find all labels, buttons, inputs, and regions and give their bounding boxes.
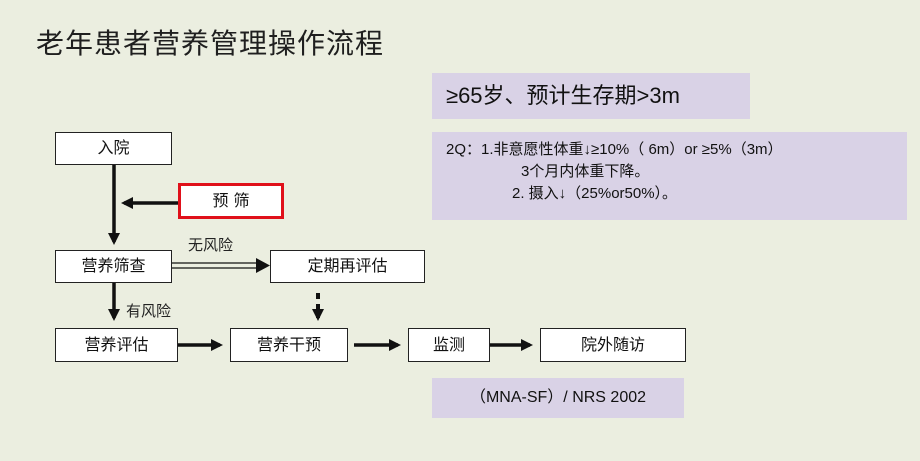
- criteria-line-3: 2. 摄入↓（25%or50%）。: [512, 185, 678, 202]
- screening-box: 营养筛查: [55, 250, 172, 283]
- periodic-reassess-box: 定期再评估: [270, 250, 425, 283]
- assessment-box: 营养评估: [55, 328, 178, 362]
- age-criteria-note: ≥65岁、预计生存期>3m: [432, 73, 750, 119]
- prescreen-box: 预 筛: [178, 183, 284, 219]
- criteria-line-2: 3个月内体重下降。: [521, 163, 650, 180]
- followup-box: 院外随访: [540, 328, 686, 362]
- admission-box: 入院: [55, 132, 172, 165]
- screening-tools-note: （MNA-SF）/ NRS 2002: [432, 378, 684, 418]
- screening-criteria-note: 2Q：1.非意愿性体重↓≥10%（ 6m）or ≥5%（3m） 3个月内体重下降…: [432, 132, 907, 220]
- no-risk-label: 无风险: [188, 236, 234, 254]
- intervention-box: 营养干预: [230, 328, 348, 362]
- risk-label: 有风险: [126, 302, 172, 320]
- monitoring-box: 监测: [408, 328, 490, 362]
- page-title: 老年患者营养管理操作流程: [36, 27, 385, 60]
- criteria-line-1: 2Q：1.非意愿性体重↓≥10%（ 6m）or ≥5%（3m）: [446, 141, 783, 158]
